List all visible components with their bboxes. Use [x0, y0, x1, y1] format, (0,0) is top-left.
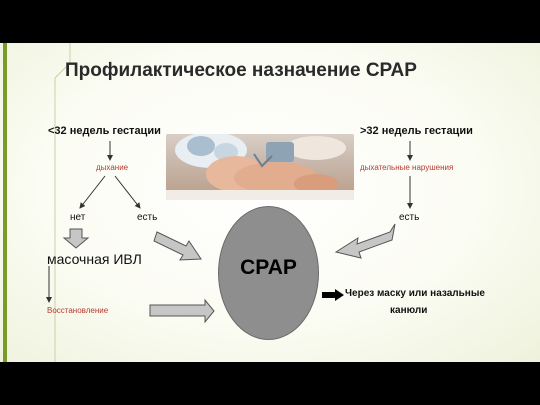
arrow-breathing-to-no — [79, 175, 106, 209]
breathing-label: дыхание — [96, 163, 129, 172]
respiratory-disorders-label: дыхательные нарушения — [360, 163, 454, 172]
right-header: >32 недель гестации — [360, 125, 473, 137]
black-arrow-cpap-to-delivery — [322, 289, 344, 301]
arrow-breathing-to-yes — [114, 175, 141, 209]
left-header: <32 недель гестации — [48, 125, 161, 137]
block-arrow-right-yes-to-cpap — [334, 223, 396, 259]
cpap-label: CPAP — [240, 256, 297, 279]
delivery-line1: Через маску или назальные — [345, 288, 485, 299]
yes-label-left: есть — [137, 212, 158, 223]
decorative-line — [54, 43, 71, 362]
newborn-photo — [166, 134, 354, 200]
cpap-ellipse — [218, 206, 319, 340]
block-arrow-recovery-to-cpap — [149, 298, 215, 324]
no-label: нет — [70, 212, 86, 223]
yes-label-right: есть — [399, 212, 420, 223]
accent-bar — [3, 43, 7, 362]
recovery-label: Восстановление — [47, 306, 109, 315]
block-arrow-left-yes-to-cpap — [153, 231, 202, 261]
delivery-line2: канюли — [390, 305, 428, 316]
mask-ventilation-label: масочная ИВЛ — [47, 251, 142, 267]
block-arrow-no-to-mask — [62, 228, 90, 249]
slide-title: Профилактическое назначение СРАР — [65, 60, 417, 81]
